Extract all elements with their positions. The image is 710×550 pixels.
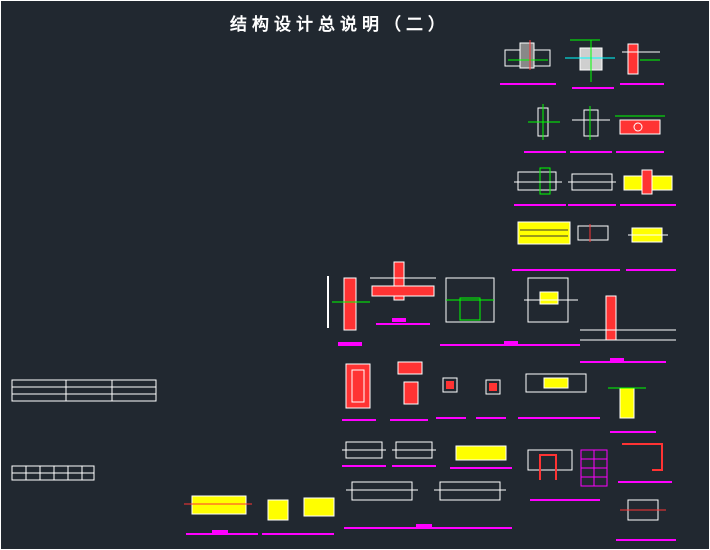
detail-slab-b [392, 441, 436, 467]
detail-beam-section-a [514, 167, 566, 206]
detail-beam-joint-plan [440, 277, 580, 346]
detail-stair-section [512, 221, 620, 271]
detail-hook-bend [527, 449, 600, 501]
detail-beam-seat [500, 40, 556, 85]
detail-stair-step-a [344, 481, 512, 529]
detail-lintel [618, 443, 672, 483]
detail-slab-strip [518, 373, 600, 419]
detail-small-column-b [476, 379, 506, 419]
detail-stirrup-a [524, 104, 566, 153]
detail-beam-section-b [568, 173, 616, 206]
detail-foundation-beam [184, 495, 258, 535]
detail-column-red-b [390, 361, 428, 421]
detail-stirrup-b [570, 106, 612, 153]
detail-wall-opening [608, 387, 656, 433]
detail-column-joint [565, 39, 615, 89]
detail-slab-edge [626, 227, 676, 271]
detail-beam-joint-section [524, 277, 578, 323]
detail-wall-column-a [327, 276, 370, 346]
detail-wall-column-b [370, 261, 436, 325]
detail-small-column-a [436, 377, 466, 419]
detail-rebar-table [580, 449, 608, 487]
drawing-title: 结构设计总说明（二） [230, 15, 450, 35]
revision-table-lower [11, 465, 95, 481]
detail-column-base [580, 295, 676, 363]
revision-table-upper [11, 379, 157, 402]
detail-opening-reinforcement [615, 115, 665, 153]
detail-column-red-a [342, 363, 376, 421]
detail-pile-cap [262, 497, 335, 535]
detail-corbel [616, 499, 676, 541]
detail-wall-corner [620, 43, 664, 85]
detail-beam-section-c [620, 169, 676, 206]
detail-slab-a [342, 441, 386, 467]
detail-slab-yellow [450, 445, 512, 469]
